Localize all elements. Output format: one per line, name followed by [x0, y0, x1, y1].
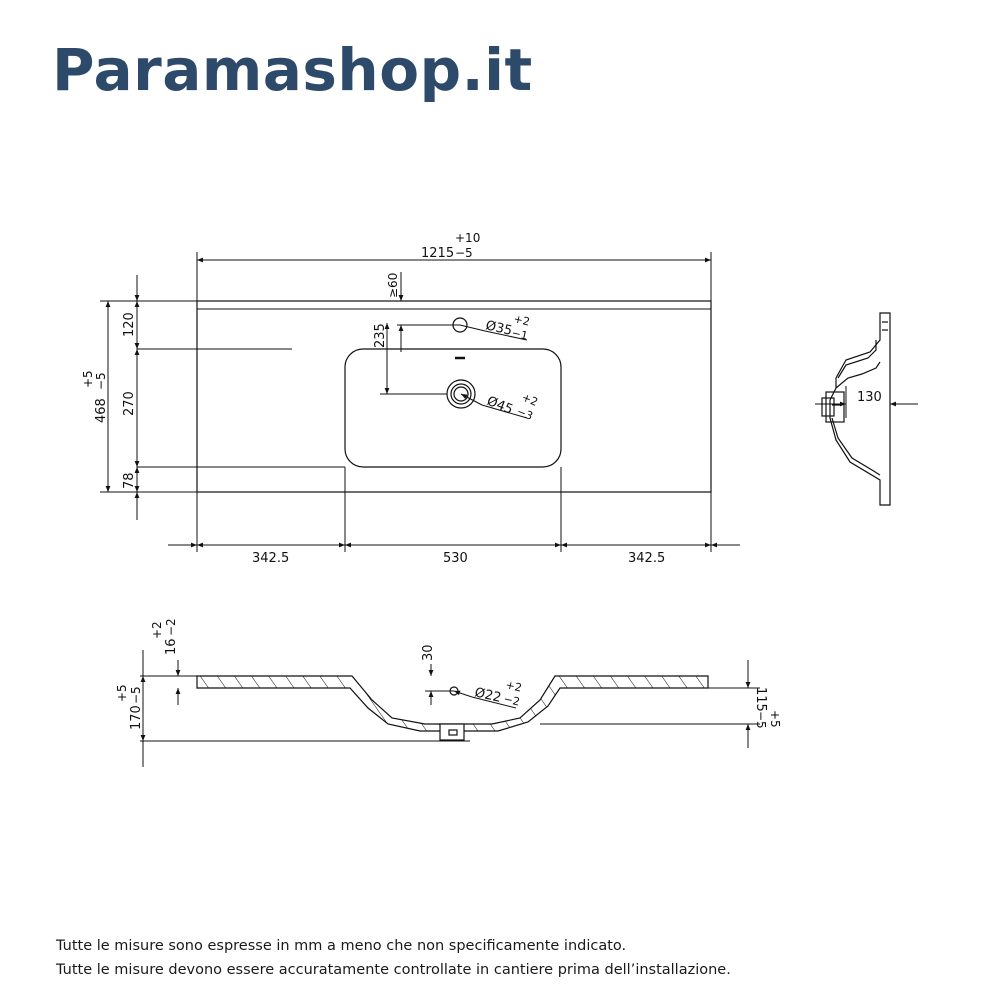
dim-width-segment-1: 342.5 — [252, 551, 289, 566]
dim-total-height-value: 170 — [129, 705, 144, 730]
dim-overall-width-value: 1215 — [421, 246, 454, 261]
dim-bowl-depth-tol-minus: −5 — [754, 711, 768, 729]
dim-width-segment-2: 530 — [443, 551, 468, 566]
dim-drain-diameter-tol-plus: +2 — [520, 391, 540, 409]
dim-drain-diameter: Ø45 — [485, 394, 515, 418]
footer-notes: Tutte le misure sono espresse in mm a me… — [56, 934, 731, 982]
dim-slab-thickness-tol-plus: +2 — [150, 621, 164, 639]
section-view — [196, 675, 709, 741]
note-verify: Tutte le misure devono essere accuratame… — [56, 962, 731, 978]
dim-overflow-diameter-tol-minus: −2 — [502, 692, 521, 708]
dim-depth-segment-2: 270 — [122, 391, 137, 416]
dim-total-height-tol-plus: +5 — [115, 684, 129, 702]
dim-depth-segment-3: 78 — [122, 472, 137, 489]
dim-depth-segment-1: 120 — [122, 312, 137, 337]
side-view — [821, 312, 891, 506]
top-view-outline — [196, 300, 712, 493]
dim-overall-depth-tol-plus: +5 — [81, 370, 95, 388]
dim-side-depth — [815, 386, 918, 418]
dim-side-depth-value: 130 — [857, 390, 882, 405]
dim-overall-width-tol-minus: −5 — [455, 246, 473, 260]
dim-depth — [100, 275, 345, 520]
dim-overflow-diameter-tol-plus: +2 — [504, 678, 523, 694]
dim-bowl-depth-value: 115 — [753, 687, 768, 712]
dim-drain-diameter-tol-minus: −3 — [515, 405, 535, 423]
brand-logo: Paramashop.it — [52, 36, 533, 104]
dim-tap-hole — [380, 272, 528, 419]
dim-overall-depth-value: 468 — [94, 398, 109, 423]
dim-tap-hole-diameter-tol-minus: −1 — [510, 326, 529, 342]
dim-section — [140, 650, 760, 767]
dim-bowl-depth-tol-plus: +5 — [768, 710, 782, 728]
basin-outline — [344, 348, 562, 468]
dim-overall-depth-tol-minus: −5 — [94, 372, 108, 390]
dim-total-height-tol-minus: −5 — [129, 686, 143, 704]
dim-tap-hole-diameter-tol-plus: +2 — [512, 312, 531, 328]
dim-slab-thickness-value: 16 — [164, 638, 179, 655]
dim-tap-hole-diameter: Ø35 — [484, 318, 513, 339]
dim-overflow-diameter: Ø22 — [473, 685, 502, 706]
dim-slab-thickness-tol-minus: −2 — [164, 618, 178, 636]
top-view — [196, 300, 712, 493]
dim-width-segment-3: 342.5 — [628, 551, 665, 566]
dim-tap-hole-offset: 235 — [373, 323, 388, 348]
dim-width-segments — [168, 467, 740, 552]
dim-overall-width — [196, 252, 712, 301]
note-units: Tutte le misure sono espresse in mm a me… — [56, 938, 627, 954]
dim-tap-offset-value: 30 — [421, 644, 436, 661]
dim-overall-width-tol-plus: +10 — [455, 231, 480, 245]
dim-tap-hole-min-edge: ≥60 — [386, 273, 400, 298]
